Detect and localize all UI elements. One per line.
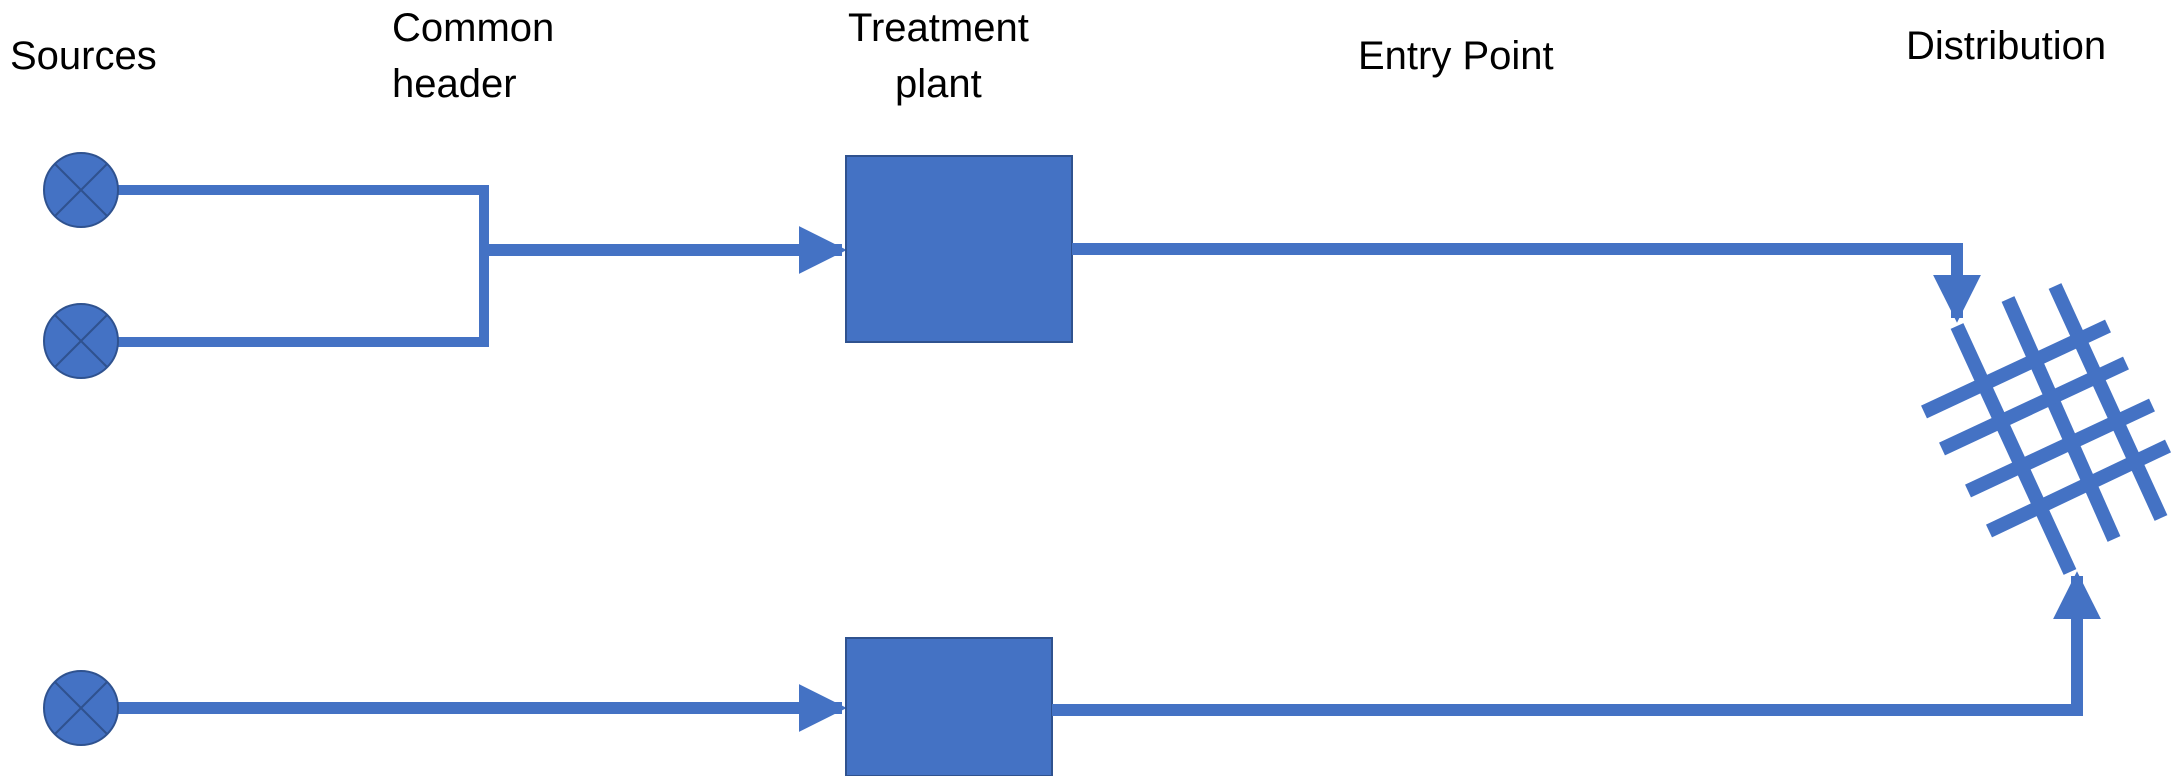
common-header-label: Common header — [392, 0, 554, 112]
treatment-plant-label-line-1: Treatment — [848, 6, 1029, 50]
source-2-circle-x-icon — [43, 303, 119, 379]
distribution-label: Distribution — [1906, 24, 2107, 68]
treatment-plant-label: Treatment plant — [848, 0, 1029, 112]
treatment-plant-label-line-2: plant — [895, 62, 982, 106]
distribution-grid-network-icon — [1921, 283, 2172, 575]
common-header-label-line-2: header — [392, 62, 517, 106]
entry-point-label: Entry Point — [1358, 34, 1554, 78]
source-1-circle-x-icon — [43, 152, 119, 228]
treatment-plant-2 — [845, 637, 1053, 776]
treatment-plant-1 — [845, 155, 1073, 343]
source-3-circle-x-icon — [43, 670, 119, 746]
common-header-label-line-1: Common — [392, 6, 555, 50]
plant-2-to-distribution-pipe — [1052, 571, 2101, 716]
plant-1-to-distribution-pipe — [1072, 243, 1981, 323]
sources-label: Sources — [10, 34, 157, 78]
source-1-pipe — [84, 185, 489, 347]
